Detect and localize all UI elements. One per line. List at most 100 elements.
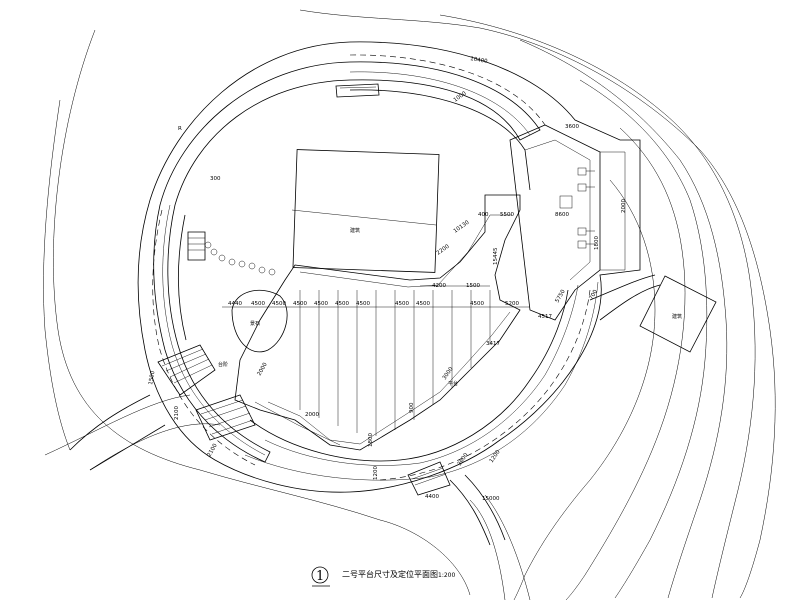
- exit-paths: [69, 274, 661, 546]
- contour-line: [519, 39, 728, 599]
- rock: [231, 289, 288, 353]
- post-marker: [577, 227, 587, 236]
- dim-label: 2100: [207, 442, 219, 458]
- stair-tread: [204, 405, 247, 421]
- dim-label: 4500: [395, 301, 409, 307]
- dim-label: 4500: [335, 301, 349, 307]
- stair-tread: [165, 353, 207, 372]
- east-deck: [509, 124, 601, 321]
- stepping-stone: [228, 258, 236, 266]
- terrace-edge: [254, 401, 341, 446]
- dim-label: 4517: [538, 314, 552, 320]
- dim-label: 2200: [436, 243, 451, 256]
- title-number: 1: [316, 569, 324, 584]
- stepping-stone: [268, 268, 276, 276]
- deck-label: 平台: [448, 380, 458, 387]
- dim-label: 1500: [466, 283, 480, 289]
- steps-label: 台阶: [218, 361, 228, 368]
- terrace-outline: [234, 194, 521, 451]
- dim-label: 5200: [505, 301, 519, 307]
- contour-line: [299, 9, 776, 599]
- rock-label: 景石: [250, 320, 260, 327]
- dim-label: R: [178, 126, 182, 132]
- inner-ring-4: [264, 284, 579, 466]
- stairs-southwest: [195, 394, 256, 441]
- dim-label: 4500: [293, 301, 307, 307]
- ne-building: 建筑: [639, 275, 717, 353]
- stepping-stone: [238, 260, 246, 268]
- east-rail: [600, 151, 626, 271]
- plaza-rings: [137, 41, 641, 493]
- dim-label: 15000: [482, 496, 500, 502]
- dim-label: 1200: [373, 466, 379, 480]
- dim-label: 10130: [453, 219, 471, 234]
- south-exit-path-2: [464, 474, 506, 541]
- stairs-west: [157, 344, 216, 396]
- post-marker: [577, 167, 587, 176]
- east-exit-path: [599, 284, 661, 321]
- contour-line: [44, 394, 191, 456]
- stepping-stone: [210, 248, 218, 256]
- contour-line: [43, 99, 71, 451]
- dim-label: 4440: [228, 301, 242, 307]
- dim-label: 1800: [594, 236, 600, 250]
- contour-line: [484, 494, 531, 600]
- dim-label: 4500: [416, 301, 430, 307]
- stairs-northwest: [187, 231, 206, 261]
- west-stairs: [157, 83, 451, 496]
- stair-tread: [200, 399, 244, 415]
- inner-ring-5: [244, 281, 599, 481]
- outer-ring: [137, 41, 641, 493]
- dim-label: 1800: [368, 433, 374, 447]
- dim-label: 4200: [432, 283, 446, 289]
- dim-label: 2000: [257, 361, 269, 377]
- dim-label: 8600: [555, 212, 569, 218]
- bench-north: [335, 83, 380, 98]
- east-deck-inner: [524, 139, 591, 281]
- stepping-stone: [204, 241, 212, 249]
- contour-line: [89, 423, 221, 471]
- dim-label: 4500: [356, 301, 370, 307]
- stepping-stone: [258, 266, 266, 274]
- rock-garden: 景石: [204, 241, 288, 353]
- dim-label: 2000: [305, 412, 319, 418]
- dim-label: 1500: [148, 370, 156, 385]
- building-label: 建筑: [350, 227, 360, 234]
- west-exit-path-2: [89, 424, 166, 471]
- stair-tread: [173, 364, 213, 384]
- bench-slat: [339, 86, 377, 89]
- post-marker: [577, 240, 587, 249]
- dim-label: 3600: [565, 124, 579, 130]
- stair-tread: [411, 467, 444, 480]
- building-divider: [291, 209, 437, 226]
- stairs-south: [407, 461, 451, 496]
- terrace-inner: [267, 214, 512, 445]
- stepping-stone: [218, 254, 226, 262]
- contour-line: [469, 499, 506, 600]
- dim-label: 10400: [470, 56, 489, 65]
- title-text: 二号平台尺寸及定位平面图: [342, 569, 438, 579]
- dim-label: 15445: [493, 247, 499, 265]
- path-centerline: [152, 54, 591, 481]
- ne-building-label: 建筑: [672, 313, 682, 320]
- drawing-title: 1 二号平台尺寸及定位平面图 1:200: [311, 566, 455, 587]
- dim-label: 400: [478, 212, 489, 218]
- east-features: [559, 167, 595, 249]
- dimension-row: 4440 4500 4500 4500 4500 4500 4500 4500 …: [148, 56, 627, 502]
- main-building: 建筑: [291, 149, 440, 273]
- west-exit-path: [69, 394, 151, 451]
- contour-line: [565, 127, 686, 600]
- dim-label: 4500: [272, 301, 286, 307]
- dim-label: 300: [210, 176, 221, 182]
- stair-tread: [161, 348, 204, 367]
- title-number-circle: [311, 566, 329, 584]
- central-terrace: [222, 194, 530, 451]
- ne-building-block: [639, 275, 717, 353]
- dim-label: 5500: [500, 212, 514, 218]
- south-exit-path: [449, 479, 491, 546]
- contour-line: [513, 179, 656, 600]
- dim-label: 4500: [251, 301, 265, 307]
- dim-label: 4500: [314, 301, 328, 307]
- title-scale: 1:200: [438, 572, 455, 579]
